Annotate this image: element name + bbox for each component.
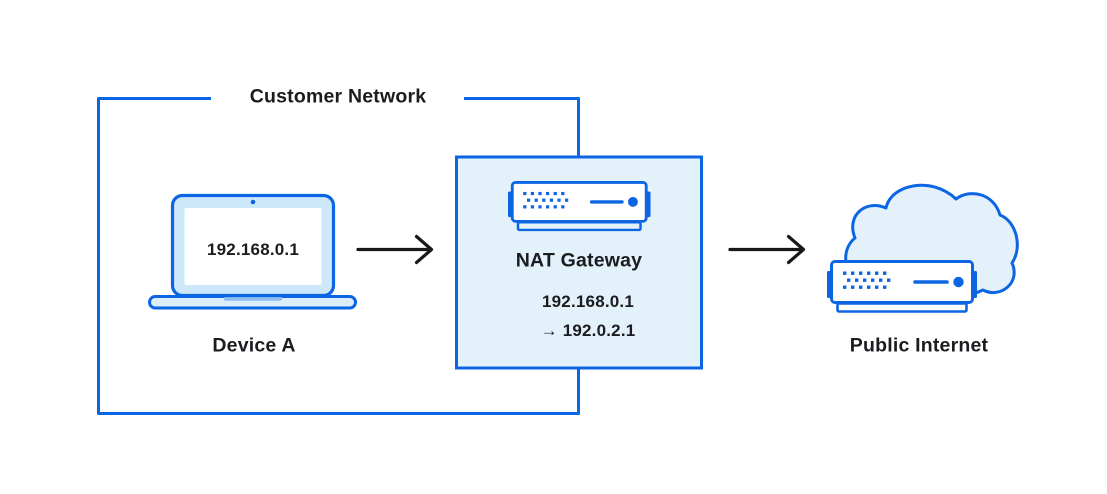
nat-gateway-label: NAT Gateway <box>515 249 643 272</box>
customer-network-label: Customer Network <box>237 85 439 109</box>
nat-translation-from: 192.168.0.1 <box>541 292 635 311</box>
router-icon <box>825 259 979 314</box>
arrow-right-icon <box>356 234 434 265</box>
public-internet-label: Public Internet <box>849 334 989 357</box>
device-a-ip: 192.168.0.1 <box>206 240 300 259</box>
nat-translation-to: → 192.0.2.1 <box>540 321 636 340</box>
laptop-icon <box>148 193 357 310</box>
device-a-label: Device A <box>212 334 296 357</box>
customer-network-boundary <box>97 97 580 415</box>
router-icon <box>506 180 653 232</box>
arrow-right-icon <box>728 234 806 265</box>
